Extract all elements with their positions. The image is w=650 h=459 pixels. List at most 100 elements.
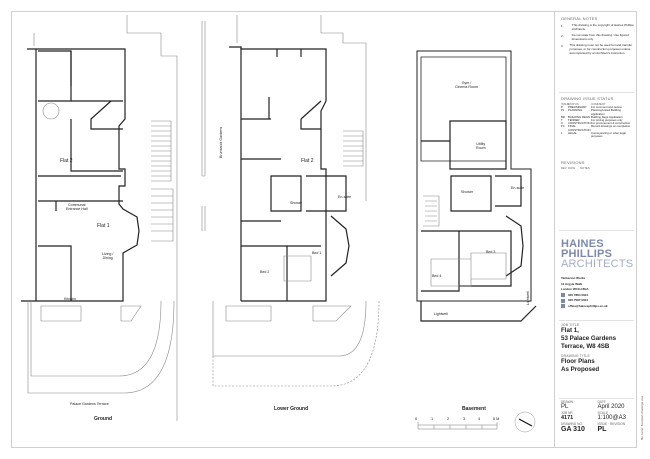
- scale-label: SCALE: [597, 411, 608, 415]
- scale-value: 1:100@A3: [597, 415, 626, 421]
- phone-number: 020 7884 0024: [568, 292, 589, 297]
- room-label: Flat 2: [301, 158, 314, 164]
- street-label: Palace Gardens Terrace: [70, 402, 109, 406]
- title-block: GENERAL NOTES 1. This drawing is the cop…: [554, 12, 638, 447]
- scale-tick: 2: [447, 417, 450, 421]
- column-header: DATE: [568, 166, 576, 170]
- scale-tick: 0: [415, 417, 418, 421]
- job-nr-label: JOB NR: [561, 411, 573, 415]
- room-label: Bed 3: [486, 250, 496, 254]
- column-header: COMMENT: [591, 102, 606, 106]
- north-arrow-icon: [514, 411, 536, 433]
- status-name: PLANNING: [568, 108, 583, 113]
- note-number: 1.: [561, 24, 564, 28]
- address-line: London WC1H 8HA: [561, 287, 589, 291]
- issue-status-header: ISSUE STATUS COMMENT: [561, 102, 634, 106]
- email-icon: [561, 304, 565, 309]
- note-number: 2.: [561, 34, 564, 39]
- status-code: T: [561, 118, 563, 123]
- note-item: 1. This drawing is the copyright of Hain…: [561, 23, 634, 31]
- column-header: ISSUE: [561, 102, 570, 106]
- drawing-title-line: Floor Plans: [561, 358, 595, 365]
- status-code: P: [561, 105, 563, 110]
- room-label: En-suite: [511, 186, 525, 190]
- revisions-header: REV DATE NOTES: [561, 166, 634, 170]
- scale-tick: 5 M: [493, 417, 500, 421]
- note-item: 2. Do not scale from this drawing. Use f…: [561, 33, 634, 41]
- note-number: 3.: [561, 44, 564, 49]
- email[interactable]: office@hainesphillips.co.uk: [561, 304, 634, 310]
- logo-line: PHILLIPS: [561, 248, 613, 260]
- room-label: Lightwell: [434, 312, 448, 316]
- status-comment: Building Regs Application: [591, 114, 623, 119]
- practice-logo: HAINES PHILLIPS ARCHITECTS: [561, 238, 634, 270]
- room-label: Shower: [290, 201, 303, 205]
- fax-number: 020 7087 0024: [568, 298, 589, 302]
- job-title: JOB TITLE Flat 1, 53 Palace Gardens Terr…: [561, 323, 634, 374]
- plan-title-basement: Basement: [462, 406, 486, 412]
- drawing-no-value: GA 310: [561, 426, 585, 433]
- scale-bar: [417, 422, 498, 430]
- general-notes-heading: GENERAL NOTES: [561, 16, 598, 21]
- plan-title-ground: Ground: [94, 416, 113, 422]
- drawing-area: Flat 2 Communal Entrance Hall Flat 1 Liv…: [12, 12, 554, 449]
- status-name: FINAL CONSTRUCTION: [568, 124, 591, 132]
- drawing-issue-status: DRAWING ISSUE STATUS ISSUE STATUS COMMEN…: [561, 96, 634, 138]
- status-name: CONSTRUCTION: [568, 121, 591, 126]
- basement-floor-plan: [416, 50, 537, 322]
- drawing-title-label: DRAWING TITLE: [561, 354, 590, 358]
- email-address[interactable]: office@hainesphillips.co.uk: [568, 303, 608, 308]
- divider: [559, 230, 634, 231]
- fax: 020 7087 0024: [561, 298, 634, 304]
- ground-floor-plan: [21, 48, 140, 302]
- phone: 020 7884 0024: [561, 293, 634, 299]
- status-comment: Planning/Listed Building Application: [591, 108, 621, 116]
- drawn-label: DRAWN: [561, 400, 573, 404]
- room-label: Lightwell: [526, 291, 530, 305]
- room-label: Flat 2: [60, 158, 73, 164]
- note-text: This drawing is the copyright of Haines …: [571, 23, 634, 31]
- general-notes: GENERAL NOTES 1. This drawing is the cop…: [561, 16, 634, 55]
- job-nr-value: 4171: [561, 415, 574, 421]
- issue-revision-value: PL: [597, 426, 607, 433]
- floor-plans-drawing: [21, 15, 537, 433]
- street-label: Brunswick Gardens: [219, 126, 223, 158]
- status-code: PL: [561, 108, 565, 113]
- address-line: Tankerton Works: [561, 276, 586, 280]
- file-name: file name: floorplan drawings.vwx: [640, 395, 644, 440]
- status-code: BR: [561, 114, 565, 119]
- status-name: TENDER: [568, 118, 580, 123]
- scale-tick: 3: [463, 417, 466, 421]
- status-name: LEGAL: [568, 130, 578, 135]
- status-code: C: [561, 121, 564, 126]
- logo-line: HAINES: [561, 238, 604, 250]
- divider: [559, 398, 634, 399]
- room-label: Gym / Cinema Room: [455, 81, 478, 90]
- status-comment: For comment and review: [591, 105, 622, 110]
- issue-status-heading: DRAWING ISSUE STATUS: [561, 96, 614, 101]
- basement-details: [423, 195, 507, 287]
- status-name: BUILDING REGS: [568, 114, 590, 119]
- job-title-label: JOB TITLE: [561, 323, 580, 327]
- issue-status-row: T TENDER For pricing purposes only: [561, 118, 634, 123]
- divider: [559, 320, 634, 321]
- status-comment: Record drawings on completion: [591, 124, 631, 129]
- plan-title-lower-ground: Lower Ground: [274, 406, 309, 412]
- note-text: Do not scale from this drawing. Use figu…: [571, 33, 630, 41]
- date-label: DATE: [597, 400, 606, 404]
- room-label: En-suite: [338, 195, 352, 199]
- drawing-title-line: As Proposed: [561, 366, 600, 373]
- room-label: Communal Entrance Hall: [66, 203, 88, 212]
- status-code: FC: [561, 124, 565, 129]
- fax-icon: [561, 298, 565, 303]
- status-comment: Conveyancing or other legal purposes: [591, 130, 626, 139]
- job-title-line: 53 Palace Gardens: [561, 335, 617, 342]
- status-code: L: [561, 130, 563, 135]
- status-comment: For pricing purposes only: [591, 118, 623, 123]
- room-label: Bed 2: [260, 270, 270, 274]
